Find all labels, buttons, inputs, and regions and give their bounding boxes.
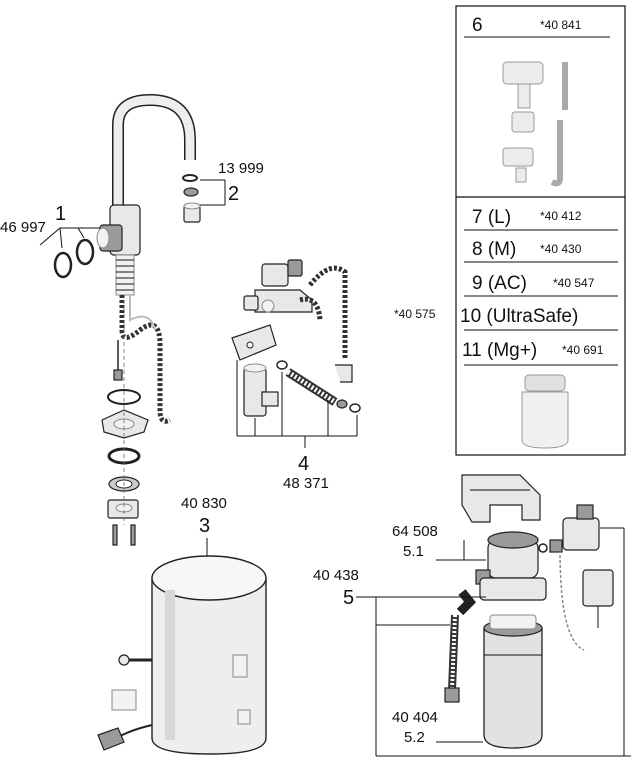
part-5-drawing: 64 508 5.1 40 438 5 40 404 5.2: [313, 474, 631, 757]
part-2-drawing: 13 999 2: [182, 160, 264, 223]
faucet-drawing: [53, 93, 196, 546]
part-4-drawing: 4 48 371: [231, 259, 361, 492]
part-5-2-number: 40 404: [392, 709, 438, 726]
part-3-index: 3: [199, 515, 210, 537]
part-5-1-number: 64 508: [392, 523, 438, 540]
part-4-index: 4: [298, 453, 309, 475]
part-1-number: 46 997: [0, 219, 46, 236]
part-5-2-index: 5.2: [404, 729, 425, 746]
part-6-drawing: [502, 61, 568, 187]
filter-10-number: *40 575: [394, 307, 436, 321]
filter-10-label: 10 (UltraSafe): [460, 306, 578, 327]
filter-9-label: 9 (AC): [472, 273, 527, 294]
part-3-drawing: 40 830 3: [97, 495, 267, 755]
part-5-index: 5: [343, 587, 354, 609]
filter-8-number: *40 430: [540, 242, 582, 256]
filter-cartridge-drawing: [521, 374, 569, 449]
part-3-number: 40 830: [181, 495, 227, 512]
panel-item-6-label: 6: [472, 15, 483, 36]
filter-11-number: *40 691: [562, 343, 604, 357]
filter-9-number: *40 547: [553, 276, 595, 290]
filter-7-label: 7 (L): [472, 207, 511, 228]
filter-7-number: *40 412: [540, 209, 582, 223]
panel-item-6-number: *40 841: [540, 18, 582, 32]
part-5-number: 40 438: [313, 567, 359, 584]
part-5-1-index: 5.1: [403, 543, 424, 560]
part-1-index: 1: [55, 203, 66, 225]
filter-11-label: 11 (Mg+): [462, 340, 537, 361]
filter-options-panel: 6 *40 841 7 (L) *40 412 8 (M) *40 430 9 …: [455, 5, 626, 456]
filter-8-label: 8 (M): [472, 239, 516, 260]
part-2-number: 13 999: [218, 160, 264, 177]
part-2-index: 2: [228, 183, 239, 205]
part-4-number: 48 371: [283, 475, 329, 492]
part-1-callout: 1 46 997: [0, 203, 100, 249]
